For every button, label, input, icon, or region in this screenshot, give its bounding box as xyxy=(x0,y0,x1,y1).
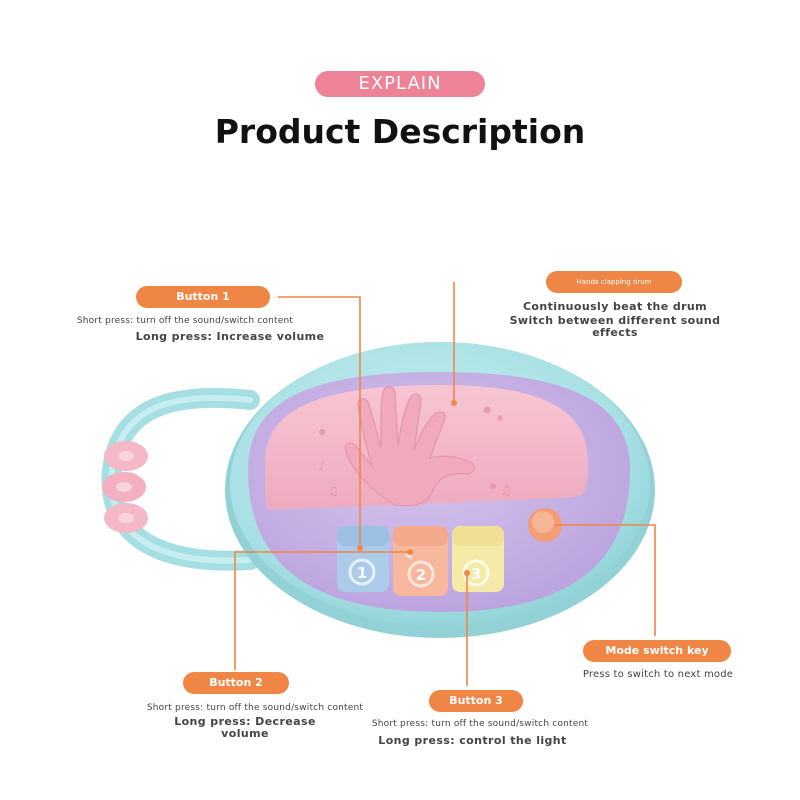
drum-label: Hands clapping drum xyxy=(546,271,682,293)
button-1-long-press: Long press: Increase volume xyxy=(135,330,325,343)
key-button-3[interactable] xyxy=(452,526,504,592)
key-number-2: 2 xyxy=(416,566,426,584)
svg-text:◀: ◀ xyxy=(404,550,412,561)
page-title: Product Description xyxy=(214,112,586,151)
key-button-2[interactable]: ◀ xyxy=(393,526,448,596)
drum-desc-2: Switch between different sound xyxy=(509,314,721,327)
key-number-3: 3 xyxy=(471,565,481,583)
svg-text:♪: ♪ xyxy=(318,459,326,473)
clapping-drum-pad[interactable]: ♪ ♫ ♫ xyxy=(265,385,588,510)
button-2-long-press: Long press: Decrease xyxy=(174,715,316,728)
button-3-short-press: Short press: turn off the sound/switch c… xyxy=(371,719,589,729)
key-number-1: 1 xyxy=(357,564,367,582)
button-1-short-press: Short press: turn off the sound/switch c… xyxy=(76,316,294,326)
svg-text:♫: ♫ xyxy=(500,484,512,499)
hand-print-icon xyxy=(344,385,475,507)
drum-desc-1: Continuously beat the drum xyxy=(522,300,708,313)
button-1-label: Button 1 xyxy=(136,286,270,308)
button-2-short-press: Short press: turn off the sound/switch c… xyxy=(146,703,364,713)
mode-switch-label: Mode switch key xyxy=(583,640,731,662)
carry-handle xyxy=(101,387,260,571)
drum-desc-3: effects xyxy=(592,326,638,339)
callout-leaders xyxy=(234,282,656,686)
explain-badge: EXPLAIN xyxy=(315,71,485,97)
button-3-label: Button 3 xyxy=(429,690,523,712)
svg-text:♫: ♫ xyxy=(328,484,339,498)
button-3-long-press: Long press: control the light xyxy=(378,734,567,747)
key-button-1[interactable] xyxy=(337,526,389,592)
mode-switch-desc: Press to switch to next mode xyxy=(582,669,734,680)
callout-dots xyxy=(357,400,470,576)
button-2-long-press-2: volume xyxy=(221,727,269,740)
mode-switch-key[interactable] xyxy=(528,508,562,542)
button-2-label: Button 2 xyxy=(183,672,289,694)
